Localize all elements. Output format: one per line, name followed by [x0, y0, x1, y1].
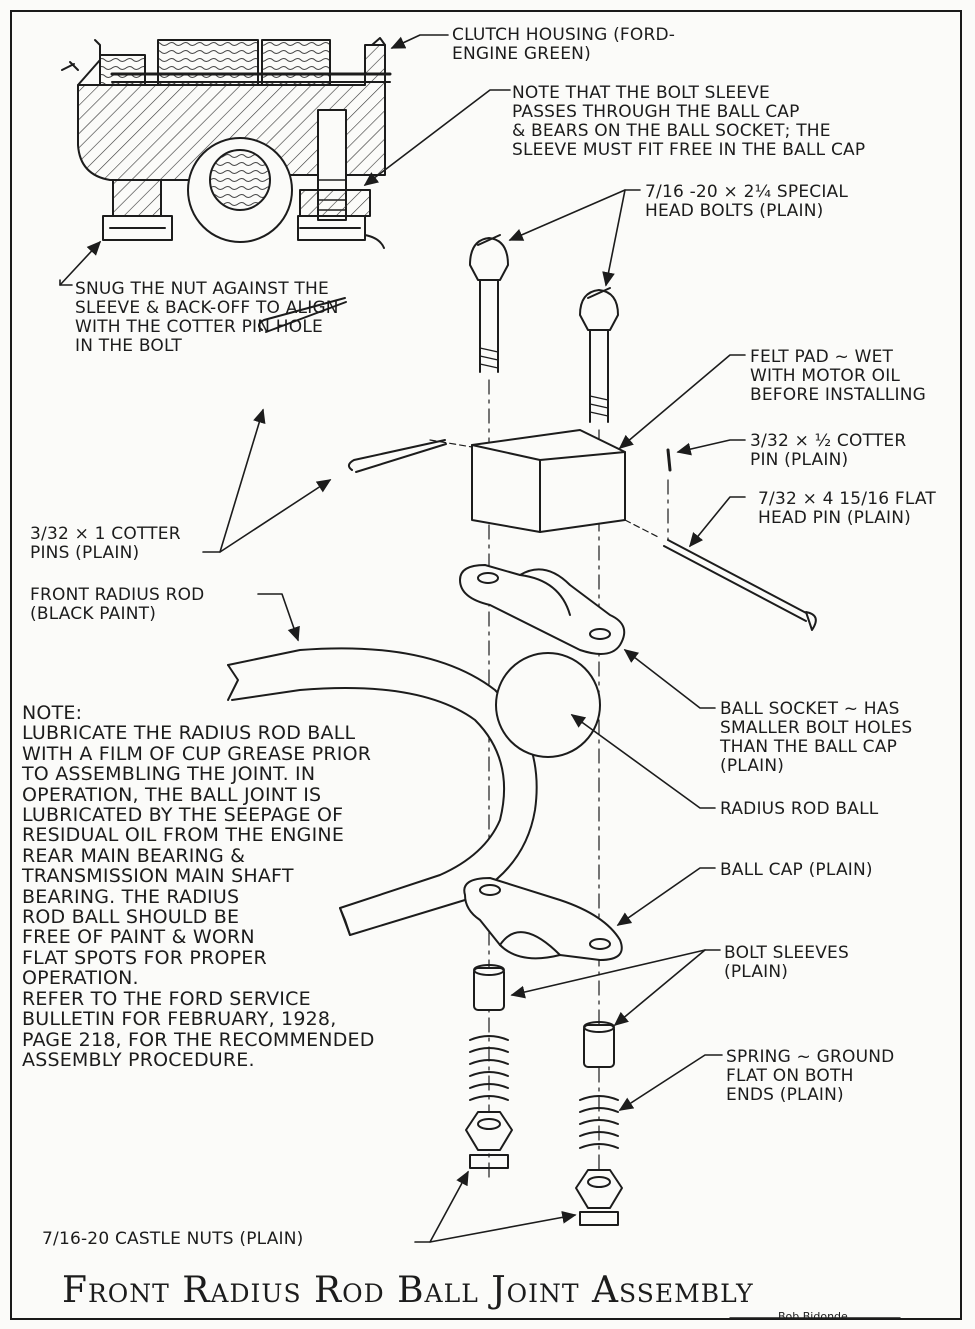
ball-socket	[459, 564, 626, 655]
label-bolt-sleeves: BOLT SLEEVES(PLAIN)	[724, 943, 849, 982]
label-front-radius-rod: FRONT RADIUS ROD(BLACK PAINT)	[30, 585, 205, 624]
cotter-pins	[258, 297, 672, 473]
clutch-housing-section	[61, 37, 392, 249]
felt-pad	[429, 429, 661, 539]
castle-nuts	[465, 1111, 623, 1226]
flat-head-pin	[663, 539, 817, 631]
label-castle-nuts: 7/16-20 CASTLE NUTS (PLAIN)	[42, 1229, 304, 1249]
label-clutch-housing: CLUTCH HOUSING (FORD-ENGINE GREEN)	[452, 25, 676, 64]
special-head-bolt-left	[469, 234, 509, 373]
label-radius-rod-ball: RADIUS ROD BALL	[720, 799, 879, 819]
leader-lines	[59, 34, 746, 1243]
artist-signature: Bob Bidonde	[778, 1310, 848, 1323]
springs	[469, 1035, 619, 1149]
bolt-sleeves	[473, 964, 615, 1068]
drawing-title: Front Radius Rod Ball Joint Assembly	[62, 1270, 754, 1311]
drawing-border	[10, 10, 962, 1320]
radius-rod-ball	[495, 652, 601, 758]
ball-cap	[463, 877, 623, 961]
label-ball-cap: BALL CAP (PLAIN)	[720, 860, 873, 880]
special-head-bolt-right	[579, 287, 619, 423]
